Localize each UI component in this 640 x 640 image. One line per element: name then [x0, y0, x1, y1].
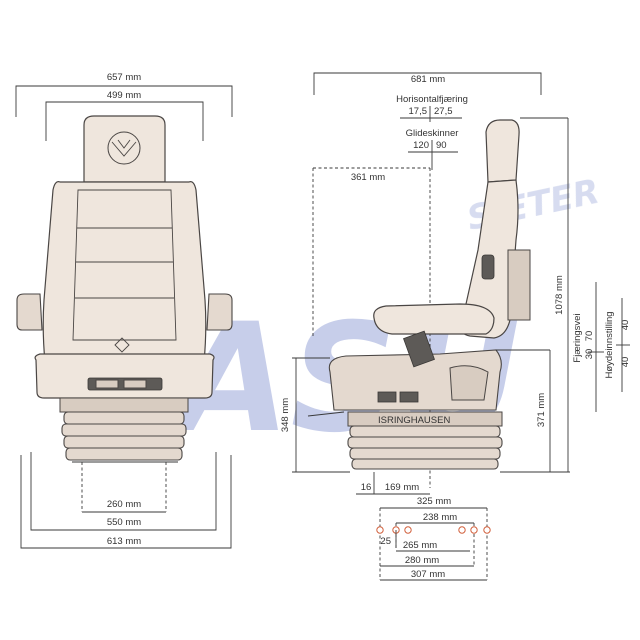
height-adjust-b: 40: [620, 357, 631, 368]
dim-line-overall-width: [15, 85, 233, 117]
control-lever: [123, 379, 147, 389]
suspension-travel-a: 30: [584, 349, 595, 360]
slide-rails-right: 90: [436, 140, 447, 151]
dim-307: 307 mm: [411, 569, 445, 580]
dim-overall-depth: 681 mm: [411, 74, 445, 85]
dim-offset-169: 169 mm: [385, 482, 419, 493]
suspension-travel-label: Fjæringsvei: [572, 313, 583, 362]
side-seat-cushion: [373, 303, 495, 335]
horizontal-suspension-label: Horisontalfjæring: [396, 94, 468, 105]
side-headrest: [485, 119, 520, 183]
dim-25: 25: [380, 536, 391, 547]
control-lever: [95, 379, 119, 389]
suspension-travel-b: 70: [584, 331, 595, 342]
side-base-label: ISRINGHAUSEN: [378, 415, 450, 426]
dim-rail-spacing: 260 mm: [107, 499, 141, 510]
front-mechanism: [59, 397, 189, 413]
front-backrest: [42, 181, 207, 363]
side-view: 681 mm Horisontalfjæring 17,5 27,5 Glide…: [280, 72, 631, 495]
front-bellows: [61, 411, 187, 461]
mount-hole-icon: [404, 526, 412, 534]
slide-lever: [307, 411, 345, 417]
height-adjust-a: 40: [620, 320, 631, 331]
lumbar-control-icon: [481, 254, 495, 280]
dim-height-total: 1078 mm: [554, 275, 565, 315]
dim-armrest-width: 613 mm: [107, 536, 141, 547]
front-headrest: [83, 115, 166, 183]
horizontal-suspension-right: 27,5: [434, 106, 453, 117]
dim-325: 325 mm: [417, 496, 451, 507]
dim-base-height: 371 mm: [536, 393, 547, 427]
side-bellows: [347, 425, 503, 470]
dim-offset-16: 16: [361, 482, 372, 493]
mount-hole-icon: [483, 526, 491, 534]
dim-238: 238 mm: [423, 512, 457, 523]
dim-seat-depth: 361 mm: [351, 172, 385, 183]
side-control-button: [377, 391, 397, 403]
mount-hole-icon: [470, 526, 478, 534]
slide-rails-left: 120: [413, 140, 429, 151]
front-seat-cushion: [34, 353, 215, 399]
brand-logo-mark: [111, 139, 137, 157]
brand-logo-icon: [107, 131, 141, 165]
shock-absorber: [403, 330, 435, 368]
side-lever-housing: [449, 365, 489, 401]
front-view: 657 mm 499 mm: [15, 72, 233, 549]
dim-seat-height: 348 mm: [280, 398, 291, 432]
dim-line-overall-depth: [313, 72, 542, 95]
dim-base-width: 550 mm: [107, 517, 141, 528]
side-adjust-rail: [507, 249, 531, 321]
front-backrest-panel: [72, 189, 177, 341]
backrest-logo-icon: [114, 337, 130, 353]
mount-hole-pattern: 325 mm 238 mm 25 265 mm 280 mm 307 mm: [376, 496, 491, 581]
side-control-button: [399, 391, 419, 403]
dim-overall-width: 657 mm: [107, 72, 141, 83]
slide-rails-label: Glideskinner: [406, 128, 459, 139]
horizontal-suspension-left: 17,5: [409, 106, 428, 117]
mount-hole-icon: [376, 526, 384, 534]
left-armrest: [16, 293, 43, 331]
dim-line-back-width: [45, 101, 204, 141]
height-adjust-label: Høydeinnstilling: [604, 311, 615, 378]
dim-265: 265 mm: [403, 540, 437, 551]
dim-line-armrest-width: [20, 455, 232, 549]
right-armrest: [206, 293, 233, 331]
dim-back-width: 499 mm: [107, 90, 141, 101]
dim-280: 280 mm: [405, 555, 439, 566]
mount-hole-icon: [458, 526, 466, 534]
dim-line-base-width: [30, 452, 217, 531]
